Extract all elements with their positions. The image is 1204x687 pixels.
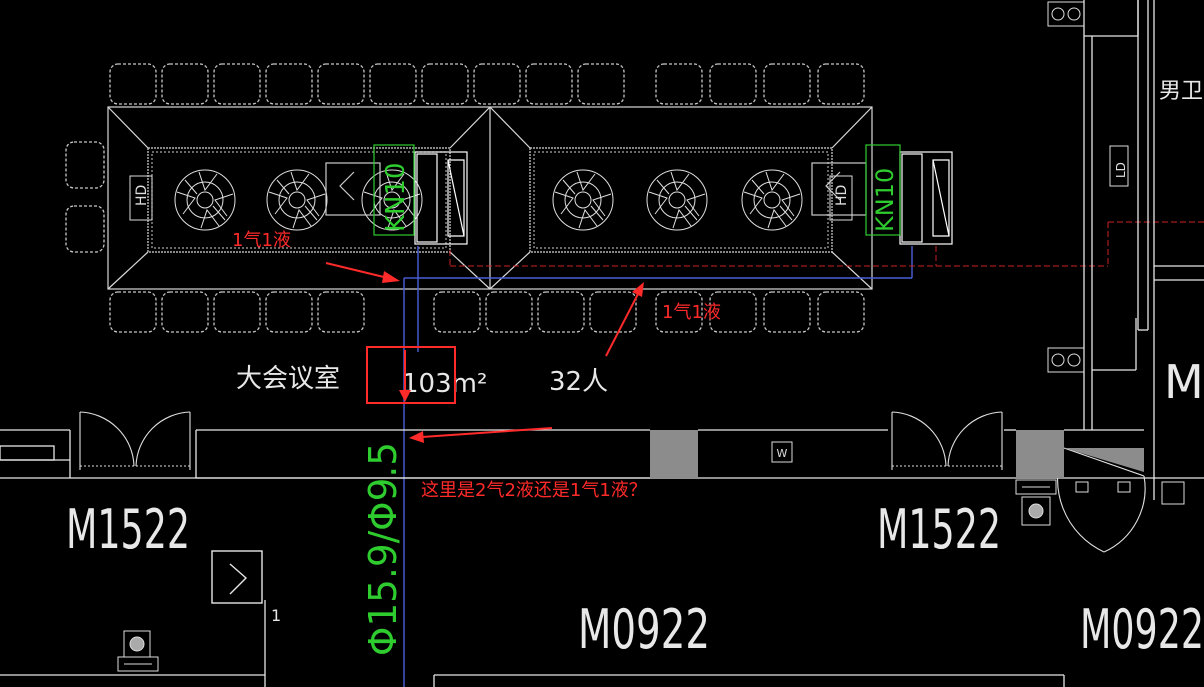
light-fixture-lower-left: [117, 630, 159, 672]
annotation-arrow-4: [399, 350, 411, 402]
annotation-arrow-2: [605, 282, 644, 357]
door-left-swing: [79, 411, 191, 470]
mens-toilet-label: 男卫: [1159, 79, 1203, 104]
partial-symbol-right: [1075, 481, 1185, 505]
chairs-left-side: [65, 141, 105, 253]
room-capacity-label: 32人: [549, 367, 608, 397]
chairs-bottom-row: [109, 291, 865, 333]
annotation-question: 这里是2气2液还是1气1液？: [421, 480, 647, 501]
svg-text:HD: HD: [134, 185, 150, 206]
conference-table: [107, 106, 873, 290]
unit-tag-left: KN10: [373, 144, 415, 236]
refrigerant-pipe[interactable]: [403, 246, 913, 687]
svg-text:LD: LD: [1114, 162, 1128, 178]
light-fixture-right: [1015, 479, 1057, 526]
w-box: W: [771, 441, 793, 463]
door-label-m0922-center: M0922: [578, 598, 710, 661]
number-1-label: 1: [271, 606, 281, 625]
door-right-swing: [891, 411, 1003, 470]
svg-text:KN10: KN10: [871, 168, 899, 232]
room-name-label: 大会议室: [236, 364, 340, 394]
hd-marker-left: HD: [129, 175, 153, 221]
chairs-top-row: [109, 63, 865, 105]
door-label-m1522-left: M1522: [66, 498, 190, 561]
svg-text:W: W: [777, 447, 788, 460]
ac-unit-left[interactable]: [325, 151, 468, 245]
speaker-icon-top-right: [1047, 1, 1085, 27]
annotation-markup[interactable]: 1气1液 1气1液 这里是2气2液还是1气1液？: [232, 230, 721, 501]
partial-m-label: M1: [1164, 355, 1204, 409]
annotation-arrow-3: [409, 427, 553, 443]
unit-tag-right: KN10: [865, 144, 901, 236]
hd-marker-right: HD: [829, 175, 853, 221]
door-label-m1522-right: M1522: [877, 498, 1001, 561]
ld-label-box: LD: [1109, 145, 1129, 187]
door-label-m0922-right: M0922: [1080, 598, 1204, 661]
room-area-label: 103m²: [402, 369, 487, 399]
speaker-icon-mid-right: [1047, 347, 1085, 373]
structural-columns: [650, 430, 1144, 478]
condensate-line: [449, 221, 1204, 267]
annotation-highlight-box: [366, 346, 456, 404]
annotation-note-2: 1气1液: [662, 302, 721, 323]
table-flowers: [174, 169, 803, 231]
annotation-arrow-1: [325, 262, 400, 283]
annotation-note-1: 1气1液: [232, 230, 291, 251]
s-symbol-box: [211, 550, 263, 604]
pipe-size-label: Φ15.9/Φ9.5: [361, 442, 405, 656]
svg-text:HD: HD: [834, 185, 850, 206]
svg-text:KN10: KN10: [381, 162, 411, 232]
